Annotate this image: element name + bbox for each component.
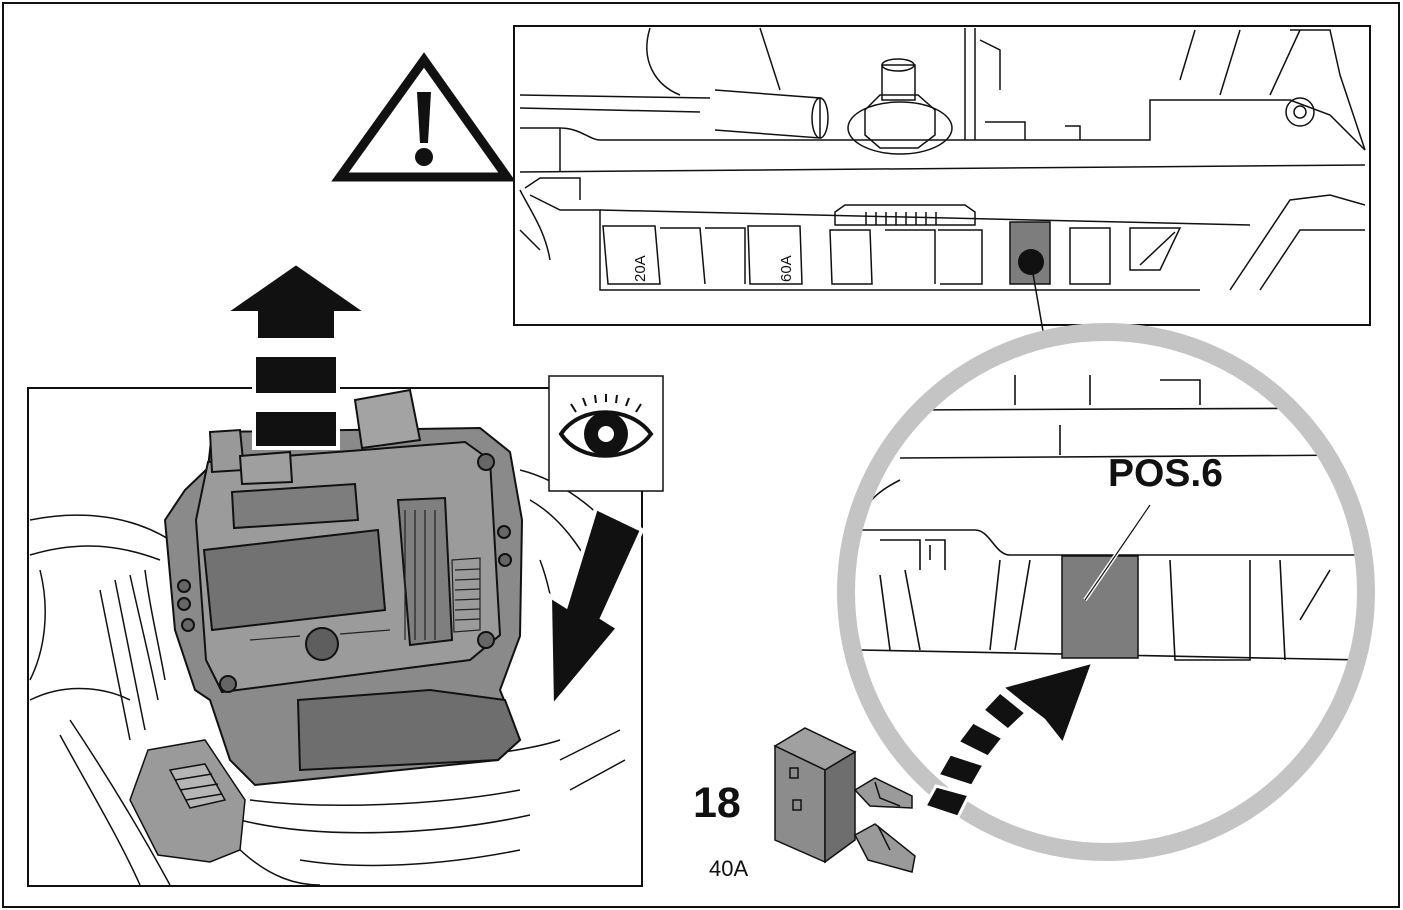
warning-triangle-icon [331, 52, 516, 182]
highlighted-fuse-slot-magnified [1061, 555, 1139, 659]
step-number: 18 [693, 779, 741, 827]
up-arrow-icon [217, 260, 375, 450]
fuse-part-icon [773, 727, 916, 873]
fuse-box-detail-panel: 20A 60A [513, 25, 1371, 326]
down-arrow-icon [547, 505, 645, 713]
magnified-fuse-view: POS.6 [837, 323, 1375, 861]
position-label: POS.6 [1108, 452, 1223, 495]
magnifier-ring [837, 323, 1375, 861]
eye-icon [548, 375, 664, 492]
dashed-curved-arrow-icon [922, 659, 1096, 819]
fuse-label-60a: 60A [778, 255, 795, 282]
fuse-rating: 40A [709, 856, 748, 881]
ecu-detail-panel [27, 387, 643, 887]
fuse-label-20a: 20A [632, 255, 649, 282]
